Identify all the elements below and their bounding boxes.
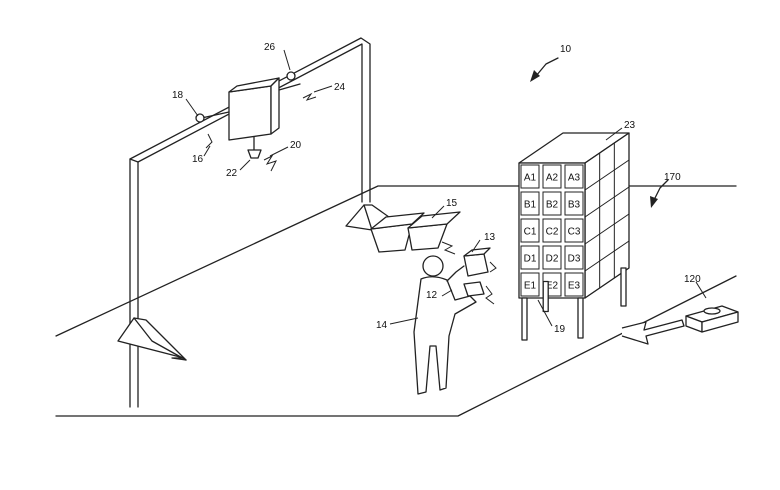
ref-signal-right: 24	[334, 82, 346, 93]
rack-leg	[577, 297, 584, 339]
rack-cell-label: D1	[524, 254, 537, 265]
handheld-device-icon	[463, 281, 485, 297]
item-box	[463, 253, 489, 277]
reference-labels: 10 14 12 13 15 16 18 22 20 24 26 23 19 1…	[172, 42, 701, 335]
bracket-right-icon	[286, 71, 296, 81]
rack-cell-label: A2	[546, 173, 559, 184]
rack-cell-label: A3	[568, 173, 581, 184]
ref-rack-base: 19	[554, 324, 566, 335]
rack-cell-label: C1	[524, 227, 537, 238]
rack-leg	[620, 267, 627, 307]
rack-leg	[542, 280, 549, 313]
rack-cell-label: D2	[546, 254, 559, 265]
ref-bracket-right: 26	[264, 42, 276, 53]
ref-sensor-left: 16	[192, 154, 204, 165]
signal-zigzag	[485, 285, 495, 305]
rack-cell	[520, 218, 540, 243]
rack-cell-label: E3	[568, 281, 581, 292]
rack-cell	[564, 164, 584, 189]
rack-cell	[520, 245, 540, 270]
ref-base-station: 120	[684, 274, 701, 285]
ref-bracket-left: 18	[172, 90, 184, 101]
camera-icon	[247, 149, 262, 159]
rack-cell	[520, 272, 540, 297]
ref-item: 13	[484, 232, 496, 243]
camera-housing	[195, 71, 317, 172]
rack-cell-label: A1	[524, 173, 537, 184]
ref-camera: 22	[226, 168, 238, 179]
rack-cell	[542, 218, 562, 243]
rack-cell-label: C2	[546, 227, 559, 238]
rack-cell-label: C3	[568, 227, 581, 238]
reference-arrows	[185, 49, 707, 327]
rack-cell	[564, 272, 584, 297]
rack-cell	[520, 191, 540, 216]
ref-handheld: 12	[426, 290, 438, 301]
rack-cell	[564, 245, 584, 270]
rack-cell	[564, 191, 584, 216]
person-head	[422, 255, 444, 277]
rack-cell	[542, 245, 562, 270]
ref-rack: 23	[624, 120, 636, 131]
rack-cell-label: E2	[546, 281, 559, 292]
arrow-icon	[650, 196, 658, 208]
rack-cell-label: B3	[568, 200, 581, 211]
signal-zigzag	[302, 92, 317, 101]
rack-cell	[542, 164, 562, 189]
rack-front	[518, 162, 586, 299]
signal-zigzag	[263, 154, 277, 172]
rack-cell	[564, 218, 584, 243]
arrow-icon	[530, 70, 540, 82]
ref-signal-camera: 20	[290, 140, 302, 151]
signal-zigzag	[489, 261, 497, 273]
ref-system: 10	[560, 44, 572, 55]
signal-arrow	[621, 319, 685, 345]
rack-cell-label: B2	[546, 200, 559, 211]
bins	[370, 211, 461, 255]
ref-person: 14	[376, 320, 388, 331]
rack-leg	[521, 297, 528, 341]
rack-cell-label: E1	[524, 281, 537, 292]
person	[413, 247, 497, 395]
rack-cell-label: B1	[524, 200, 537, 211]
rack-cell-label: D3	[568, 254, 581, 265]
rack-cell	[520, 164, 540, 189]
rack-cell	[542, 191, 562, 216]
ref-signal-rack: 170	[664, 172, 681, 183]
ref-bins: 15	[446, 198, 458, 209]
signal-zigzag	[205, 133, 213, 149]
base-station	[621, 305, 739, 345]
signal-zigzag	[441, 241, 456, 255]
